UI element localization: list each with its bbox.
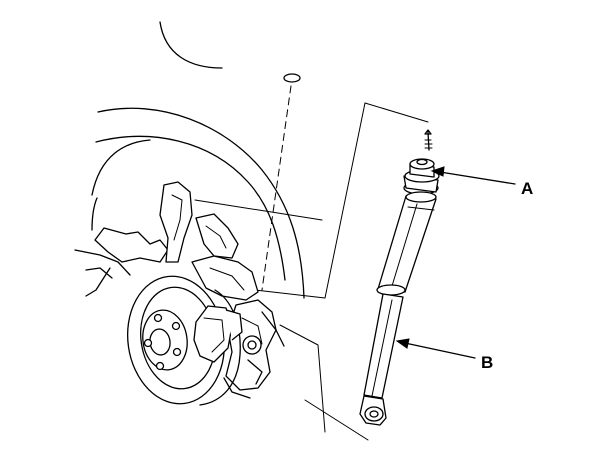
callout-label-b: B (481, 353, 493, 372)
brake-caliper (193, 305, 243, 363)
callout-a: A (430, 166, 533, 198)
wheel-well-arches (91, 21, 305, 299)
callout-label-a: A (521, 179, 533, 198)
mount-cap-leader (261, 73, 301, 291)
callout-b: B (395, 338, 493, 372)
shock-absorber (359, 129, 440, 426)
strut-tower-lines (194, 102, 429, 441)
brake-disc (126, 275, 241, 406)
